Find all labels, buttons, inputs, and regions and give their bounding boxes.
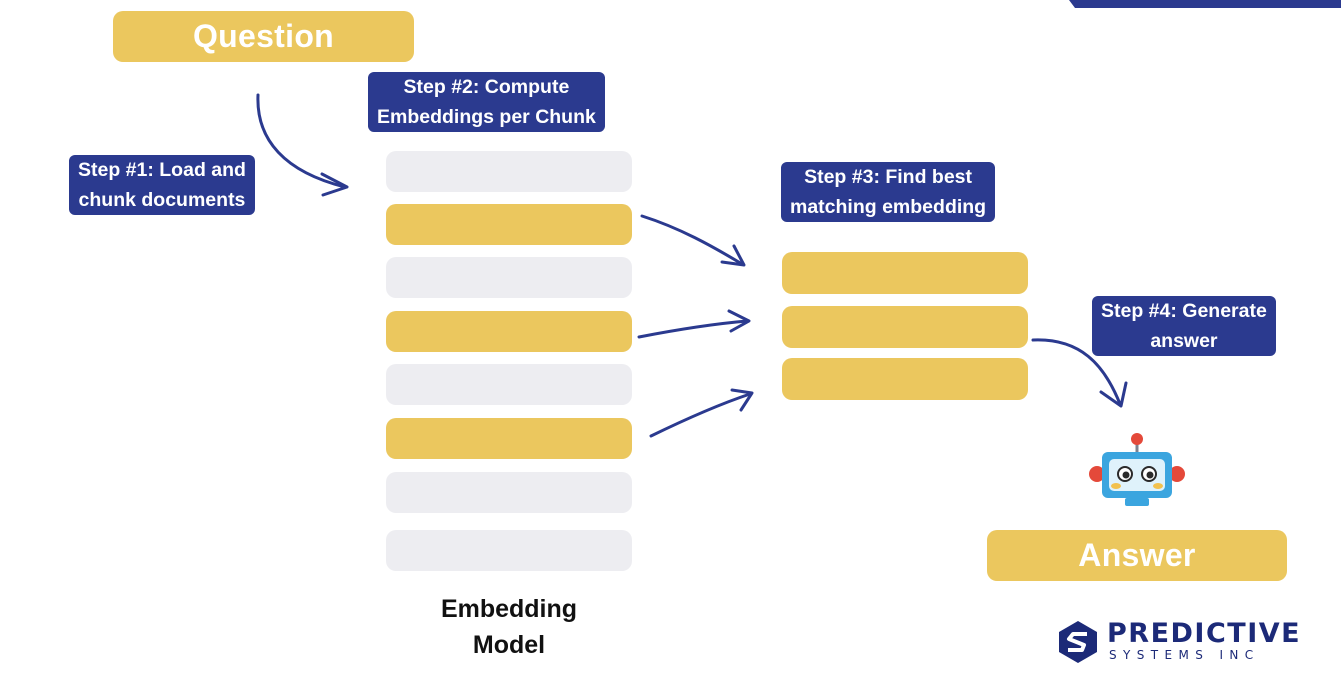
embedding-model-caption: Embedding Model [440,595,578,659]
step-1-label: Step #1: Load and chunk documents [69,155,255,215]
document-chunk-highlighted [386,204,632,245]
question-label: Question [192,18,335,54]
logo-title: PREDICTIVE [1107,618,1302,649]
arrow-question-to-chunks [256,93,349,197]
arrow-chunk-4-to-match [637,309,751,339]
document-chunk [386,257,632,298]
corner-accent-bar [1069,0,1341,8]
matched-embedding [782,252,1028,294]
robot-icon [1089,433,1185,506]
document-chunk [386,151,632,192]
arrow-chunk-2-to-match [640,214,746,267]
matched-embedding [782,358,1028,400]
document-chunk [386,530,632,571]
matched-embedding [782,306,1028,348]
document-chunk [386,472,632,513]
step-3-label: Step #3: Find best matching embedding [781,162,996,222]
document-chunk [386,364,632,405]
arrow-chunk-6-to-match [649,388,754,438]
logo-mark-icon [1059,621,1097,663]
question-box: Question [113,11,414,62]
answer-label: Answer [1078,537,1196,573]
document-chunk-highlighted [386,311,632,352]
company-logo: PREDICTIVE SYSTEMS INC [1057,618,1300,666]
logo-subtitle: SYSTEMS INC [1109,648,1260,662]
step-4-label: Step #4: Generate answer [1092,296,1276,356]
step-2-label: Step #2: Compute Embeddings per Chunk [368,72,605,132]
answer-box: Answer [987,530,1287,581]
document-chunk-highlighted [386,418,632,459]
